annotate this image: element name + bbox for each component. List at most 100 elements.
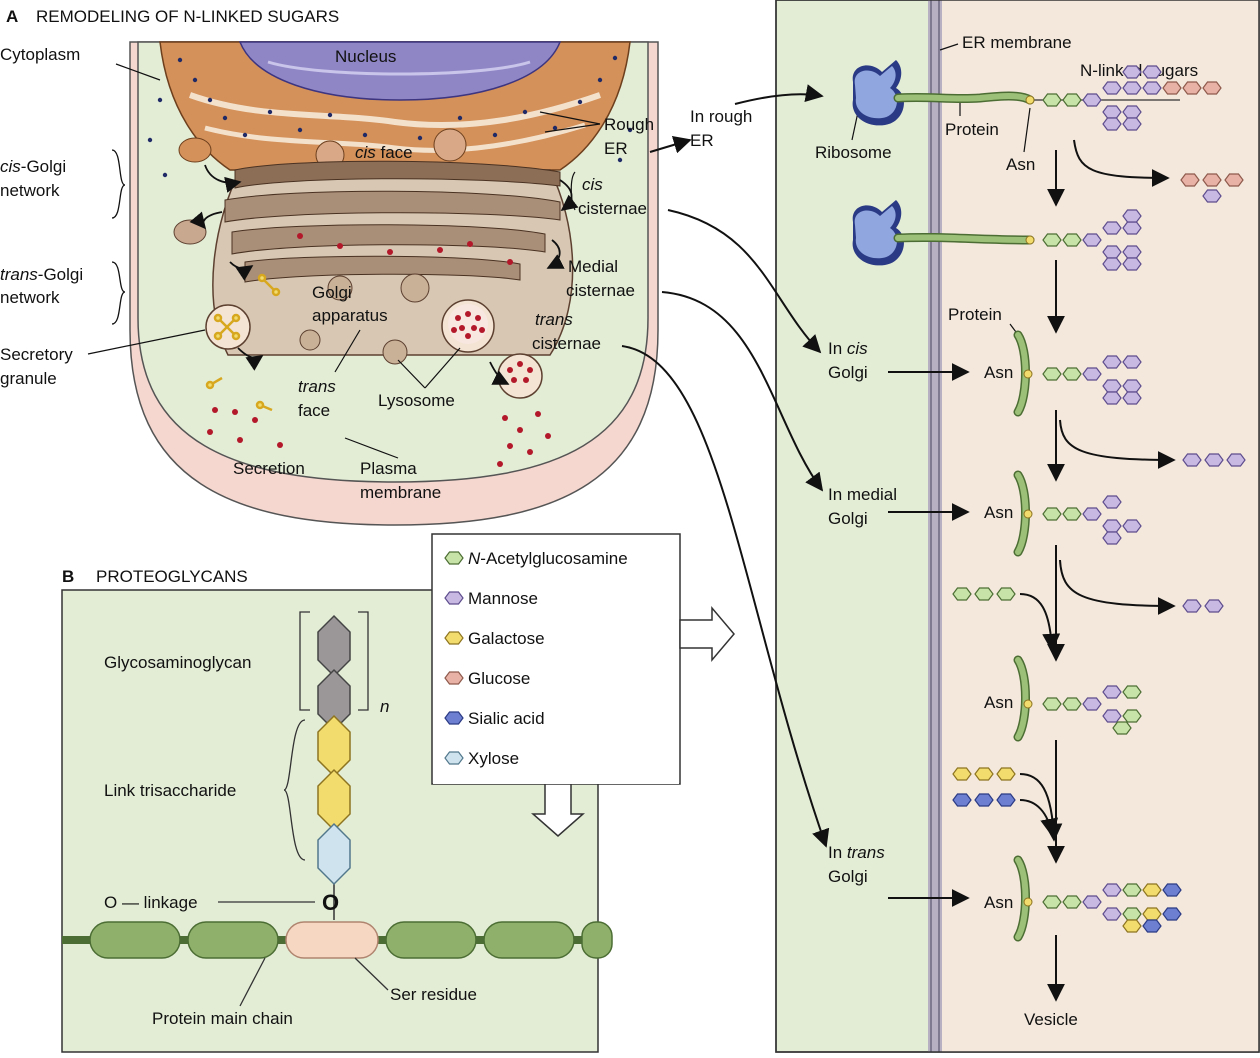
protein-main-chain bbox=[62, 921, 613, 959]
label-trans-golgi-network-2: network bbox=[0, 288, 60, 307]
label-plasma-2: membrane bbox=[360, 483, 441, 502]
label-ribosome: Ribosome bbox=[815, 143, 892, 162]
label-in-trans-golgi-2: Golgi bbox=[828, 867, 868, 886]
label-trans-cisternae-2: cisternae bbox=[532, 334, 601, 353]
label-golgi-1: Golgi bbox=[312, 283, 352, 302]
label-cis-cisternae-2: cisternae bbox=[578, 199, 647, 218]
legend-item: Galactose bbox=[444, 629, 545, 648]
added-sialic bbox=[952, 793, 1016, 807]
er-ribosome-dots bbox=[147, 55, 633, 178]
label-trans-golgi-network-1: trans-Golgi bbox=[0, 265, 83, 284]
panel-a-cell bbox=[129, 41, 659, 526]
ser-residue bbox=[285, 921, 379, 959]
label-secretory-2: granule bbox=[0, 369, 57, 388]
er-membrane bbox=[928, 0, 942, 1052]
label-protein: Protein bbox=[945, 120, 999, 139]
legend-item: Glucose bbox=[444, 669, 530, 688]
panel-b-letter: B bbox=[62, 567, 74, 586]
label-protein-main-chain: Protein main chain bbox=[152, 1009, 293, 1028]
label-cytoplasm: Cytoplasm bbox=[0, 45, 80, 64]
label-link-trisaccharide: Link trisaccharide bbox=[104, 781, 236, 800]
added-galactose bbox=[952, 767, 1016, 781]
label-asn-late: Asn bbox=[984, 693, 1013, 712]
panel-b-title: PROTEOGLYCANS bbox=[96, 567, 248, 586]
label-in-cis-golgi-1: In cis bbox=[828, 339, 868, 358]
lysosome bbox=[441, 299, 543, 399]
label-nucleus: Nucleus bbox=[335, 47, 396, 66]
panel-a-title: REMODELING OF N-LINKED SUGARS bbox=[36, 7, 339, 26]
label-in-trans-golgi-1: In trans bbox=[828, 843, 885, 862]
label-medial-2: cisternae bbox=[566, 281, 635, 300]
sugar-tree-cis bbox=[1023, 355, 1142, 405]
legend-item: N-Acetylglucosamine bbox=[444, 549, 628, 568]
legend-swatch bbox=[444, 631, 464, 645]
legend-label: Xylose bbox=[468, 749, 519, 768]
sugar-tree-rough-er bbox=[1025, 65, 1222, 131]
label-trans-face-2: face bbox=[298, 401, 330, 420]
label-asn-trans: Asn bbox=[984, 893, 1013, 912]
added-glcnac bbox=[952, 587, 1016, 601]
legend: N-AcetylglucosamineMannoseGalactoseGluco… bbox=[431, 533, 735, 837]
ribosome-icon-2 bbox=[852, 200, 1035, 266]
label-secretion: Secretion bbox=[233, 459, 305, 478]
process-arrows bbox=[621, 84, 1176, 1002]
sugar-tree-medial bbox=[1023, 495, 1142, 545]
label-cis-golgi-network-1: cis-Golgi bbox=[0, 157, 66, 176]
label-secretory-1: Secretory bbox=[0, 345, 73, 364]
label-in-medial-golgi-1: In medial bbox=[828, 485, 897, 504]
label-gag: Glycosaminoglycan bbox=[104, 653, 251, 672]
sugar-tree-after-glc bbox=[1025, 209, 1142, 271]
label-medial-1: Medial bbox=[568, 257, 618, 276]
label-asn-1: Asn bbox=[1006, 155, 1035, 174]
legend-item: Mannose bbox=[444, 589, 538, 608]
legend-label: Sialic acid bbox=[468, 709, 545, 728]
legend-item: Sialic acid bbox=[444, 709, 545, 728]
legend-swatch bbox=[444, 751, 464, 765]
gag-chain bbox=[299, 611, 369, 920]
sugar-tree-trans bbox=[1023, 883, 1182, 933]
label-rough-er-2: ER bbox=[604, 139, 628, 158]
secretion-dots bbox=[207, 233, 551, 467]
ribosome-icon bbox=[852, 60, 1035, 126]
label-ser-residue: Ser residue bbox=[390, 985, 477, 1004]
label-in-medial-golgi-2: Golgi bbox=[828, 509, 868, 528]
legend-label: N-Acetylglucosamine bbox=[468, 549, 628, 568]
label-protein-2: Protein bbox=[948, 305, 1002, 324]
label-golgi-2: apparatus bbox=[312, 306, 388, 325]
label-vesicle: Vesicle bbox=[1024, 1010, 1078, 1029]
legend-label: Mannose bbox=[468, 589, 538, 608]
label-lysosome: Lysosome bbox=[378, 391, 455, 410]
legend-item: Xylose bbox=[444, 749, 519, 768]
o-atom: O bbox=[322, 890, 339, 915]
sugar-tree-late bbox=[1023, 685, 1142, 735]
label-asn-cis: Asn bbox=[984, 363, 1013, 382]
legend-swatch bbox=[444, 711, 464, 725]
secretory-granule bbox=[205, 273, 281, 412]
right-panel bbox=[775, 0, 1260, 1053]
label-in-cis-golgi-2: Golgi bbox=[828, 363, 868, 382]
legend-label: Galactose bbox=[468, 629, 545, 648]
golgi-stack bbox=[212, 160, 574, 365]
label-cis-golgi-network-2: network bbox=[0, 181, 60, 200]
legend-swatch bbox=[444, 591, 464, 605]
legend-swatch bbox=[444, 551, 464, 565]
label-er-membrane: ER membrane bbox=[962, 33, 1072, 52]
label-plasma-1: Plasma bbox=[360, 459, 417, 478]
label-in-rough-1: In rough bbox=[690, 107, 752, 126]
label-in-rough-2: ER bbox=[690, 131, 714, 150]
legend-label: Glucose bbox=[468, 669, 530, 688]
label-cis-face: cis face bbox=[355, 143, 413, 162]
panel-a-letter: A bbox=[6, 7, 18, 26]
label-rough-er-1: Rough bbox=[604, 115, 654, 134]
label-o-linkage: O — linkage bbox=[104, 893, 198, 912]
label-cis-cisternae-1: cis bbox=[582, 175, 603, 194]
nucleus bbox=[238, 41, 562, 101]
label-n: n bbox=[380, 697, 389, 716]
label-asn-medial: Asn bbox=[984, 503, 1013, 522]
legend-swatch bbox=[444, 671, 464, 685]
label-trans-cisternae-1: trans bbox=[535, 310, 573, 329]
removed-mannose-1 bbox=[1182, 453, 1246, 467]
label-trans-face-1: trans bbox=[298, 377, 336, 396]
